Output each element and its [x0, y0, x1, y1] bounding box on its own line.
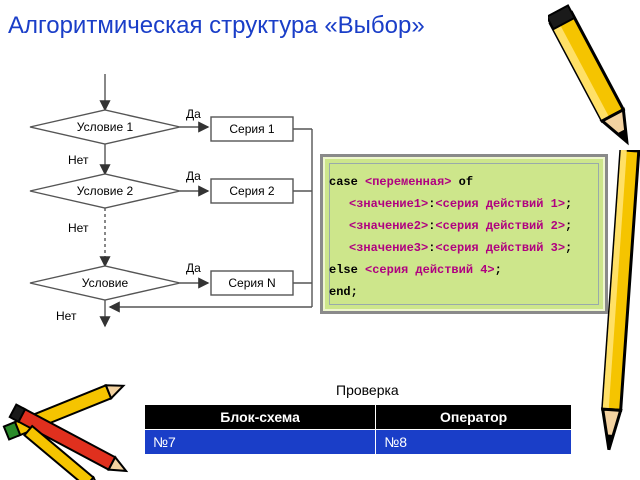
table-row: №7 №8 — [143, 429, 572, 455]
code-variable: <переменная> — [365, 175, 452, 189]
code-keyword: of — [458, 175, 474, 189]
code-line-case-3: <значение3>:<серия действий 3>; — [349, 241, 573, 255]
no-label-1: Нет — [68, 153, 89, 167]
table-header-operator: Оператор — [375, 404, 572, 430]
flowchart: Условие 1 Условие 2 Условие Серия 1 Сери… — [28, 70, 328, 332]
pencil-icon — [548, 4, 629, 146]
code-line-case-1: <значение1>:<серия действий 1>; — [349, 197, 573, 211]
table-header-row: Блок-схема Оператор — [143, 404, 572, 430]
no-label-2: Нет — [68, 221, 89, 235]
code-line-end: end; — [329, 285, 358, 299]
check-label: Проверка — [336, 382, 399, 398]
case-code-box: case <переменная> of <значение1>:<серия … — [320, 154, 608, 314]
condition-n-label: Условие — [82, 276, 129, 290]
yes-label-1: Да — [186, 107, 201, 121]
pencil-icon — [600, 150, 640, 451]
table-cell-flowchart: №7 — [143, 429, 377, 455]
code-line-else: else <серия действий 4>; — [329, 263, 502, 277]
table-cell-operator: №8 — [375, 429, 572, 455]
code-line-case: case <переменная> of — [329, 175, 473, 189]
pencils-icon — [2, 384, 129, 480]
series-2-label: Серия 2 — [229, 184, 275, 198]
table-header-flowchart: Блок-схема — [143, 404, 377, 430]
series-n-label: Серия N — [228, 276, 275, 290]
yes-label-2: Да — [186, 169, 201, 183]
condition-1-label: Условие 1 — [77, 120, 134, 134]
no-label-3: Нет — [56, 309, 77, 323]
yes-label-3: Да — [186, 261, 201, 275]
code-keyword: case — [329, 175, 358, 189]
code-line-case-2: <значение2>:<серия действий 2>; — [349, 219, 573, 233]
series-1-label: Серия 1 — [229, 122, 275, 136]
page-title: Алгоритмическая структура «Выбор» — [8, 12, 425, 39]
condition-2-label: Условие 2 — [77, 184, 134, 198]
answer-table: Блок-схема Оператор №7 №8 — [143, 404, 572, 455]
